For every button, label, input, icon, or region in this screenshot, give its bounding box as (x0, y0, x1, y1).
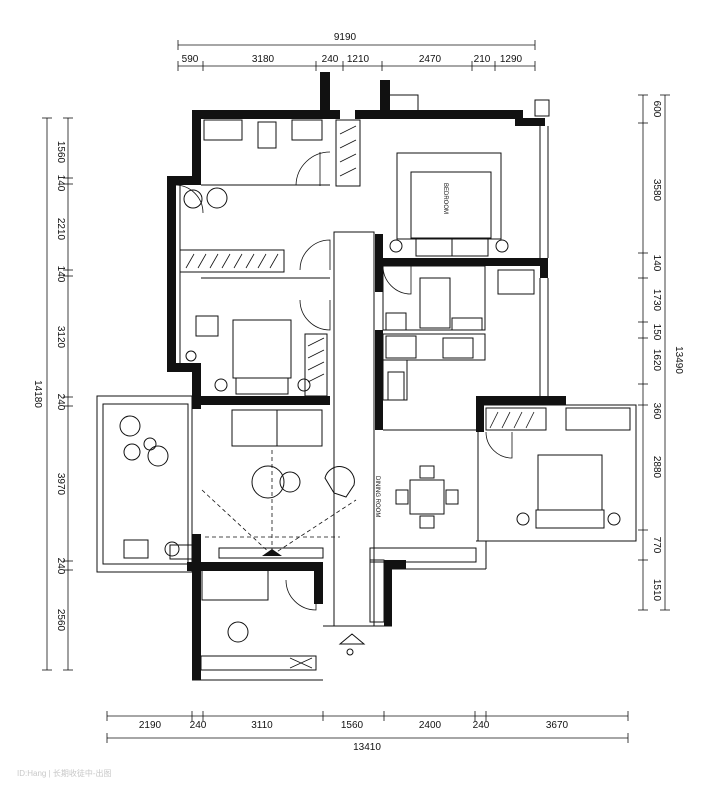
left-seg-5: 3120 (55, 326, 66, 349)
right-seg-3: 140 (651, 255, 662, 272)
top-total-dim: 9190 (334, 32, 357, 43)
right-dimension-chain (638, 94, 670, 611)
bottom-total-dim: 13410 (353, 742, 381, 753)
left-seg-2: 140 (55, 175, 66, 192)
left-seg-4: 140 (55, 266, 66, 283)
dining-room-label: DINING ROOM (374, 476, 380, 517)
third-bed (516, 454, 621, 529)
top-seg-5: 2470 (419, 54, 442, 65)
bedroom-label: BEDROOM (442, 183, 448, 214)
second-bed (214, 319, 311, 395)
top-seg-6: 210 (474, 54, 491, 65)
top-dimension-chain (177, 40, 536, 71)
entrance-marker (338, 633, 366, 656)
bottom-dimension-chain (106, 711, 629, 743)
watermark: ID:Hang | 长期收徒中-出图 (17, 769, 112, 778)
balcony-furniture (119, 187, 249, 643)
right-total-dim: 13490 (673, 346, 684, 374)
bottom-seg-6: 240 (473, 720, 490, 731)
bottom-seg-4: 1560 (341, 720, 364, 731)
living-furniture (231, 409, 355, 499)
right-seg-6: 1620 (651, 349, 662, 372)
top-seg-1: 590 (182, 54, 199, 65)
right-seg-8: 2880 (651, 456, 662, 479)
structural-walls (167, 72, 566, 680)
closet-hatching (185, 125, 535, 669)
left-seg-8: 240 (55, 558, 66, 575)
left-seg-6: 240 (55, 394, 66, 411)
top-seg-7: 1290 (500, 54, 523, 65)
right-seg-4: 1730 (651, 289, 662, 312)
master-bed (389, 152, 509, 257)
top-seg-4: 1210 (347, 54, 370, 65)
left-seg-1: 1560 (55, 141, 66, 164)
bottom-seg-3: 3110 (251, 720, 273, 731)
bottom-seg-7: 3670 (546, 720, 569, 731)
top-seg-3: 240 (322, 54, 339, 65)
right-seg-9: 770 (651, 537, 662, 554)
living-room-guide-lines (201, 450, 357, 556)
left-total-dim: 14180 (32, 380, 43, 408)
bottom-seg-2: 240 (190, 720, 207, 731)
bottom-seg-1: 2190 (139, 720, 162, 731)
bottom-seg-5: 2400 (419, 720, 442, 731)
dining-table (395, 465, 459, 529)
tv-unit (262, 549, 282, 556)
left-seg-9: 2560 (55, 609, 66, 632)
left-seg-7: 3970 (55, 473, 66, 496)
top-seg-2: 3180 (252, 54, 275, 65)
left-dimension-chain (42, 117, 73, 671)
door-swings (174, 151, 513, 611)
right-seg-10: 1510 (651, 579, 662, 602)
tv-cabinet (218, 547, 324, 559)
left-seg-3: 2210 (55, 218, 66, 241)
right-seg-5: 150 (651, 324, 662, 341)
right-seg-7: 360 (651, 403, 662, 420)
right-seg-2: 3580 (651, 179, 662, 202)
right-seg-1: 600 (651, 101, 662, 118)
bathroom-fixtures (185, 119, 483, 401)
